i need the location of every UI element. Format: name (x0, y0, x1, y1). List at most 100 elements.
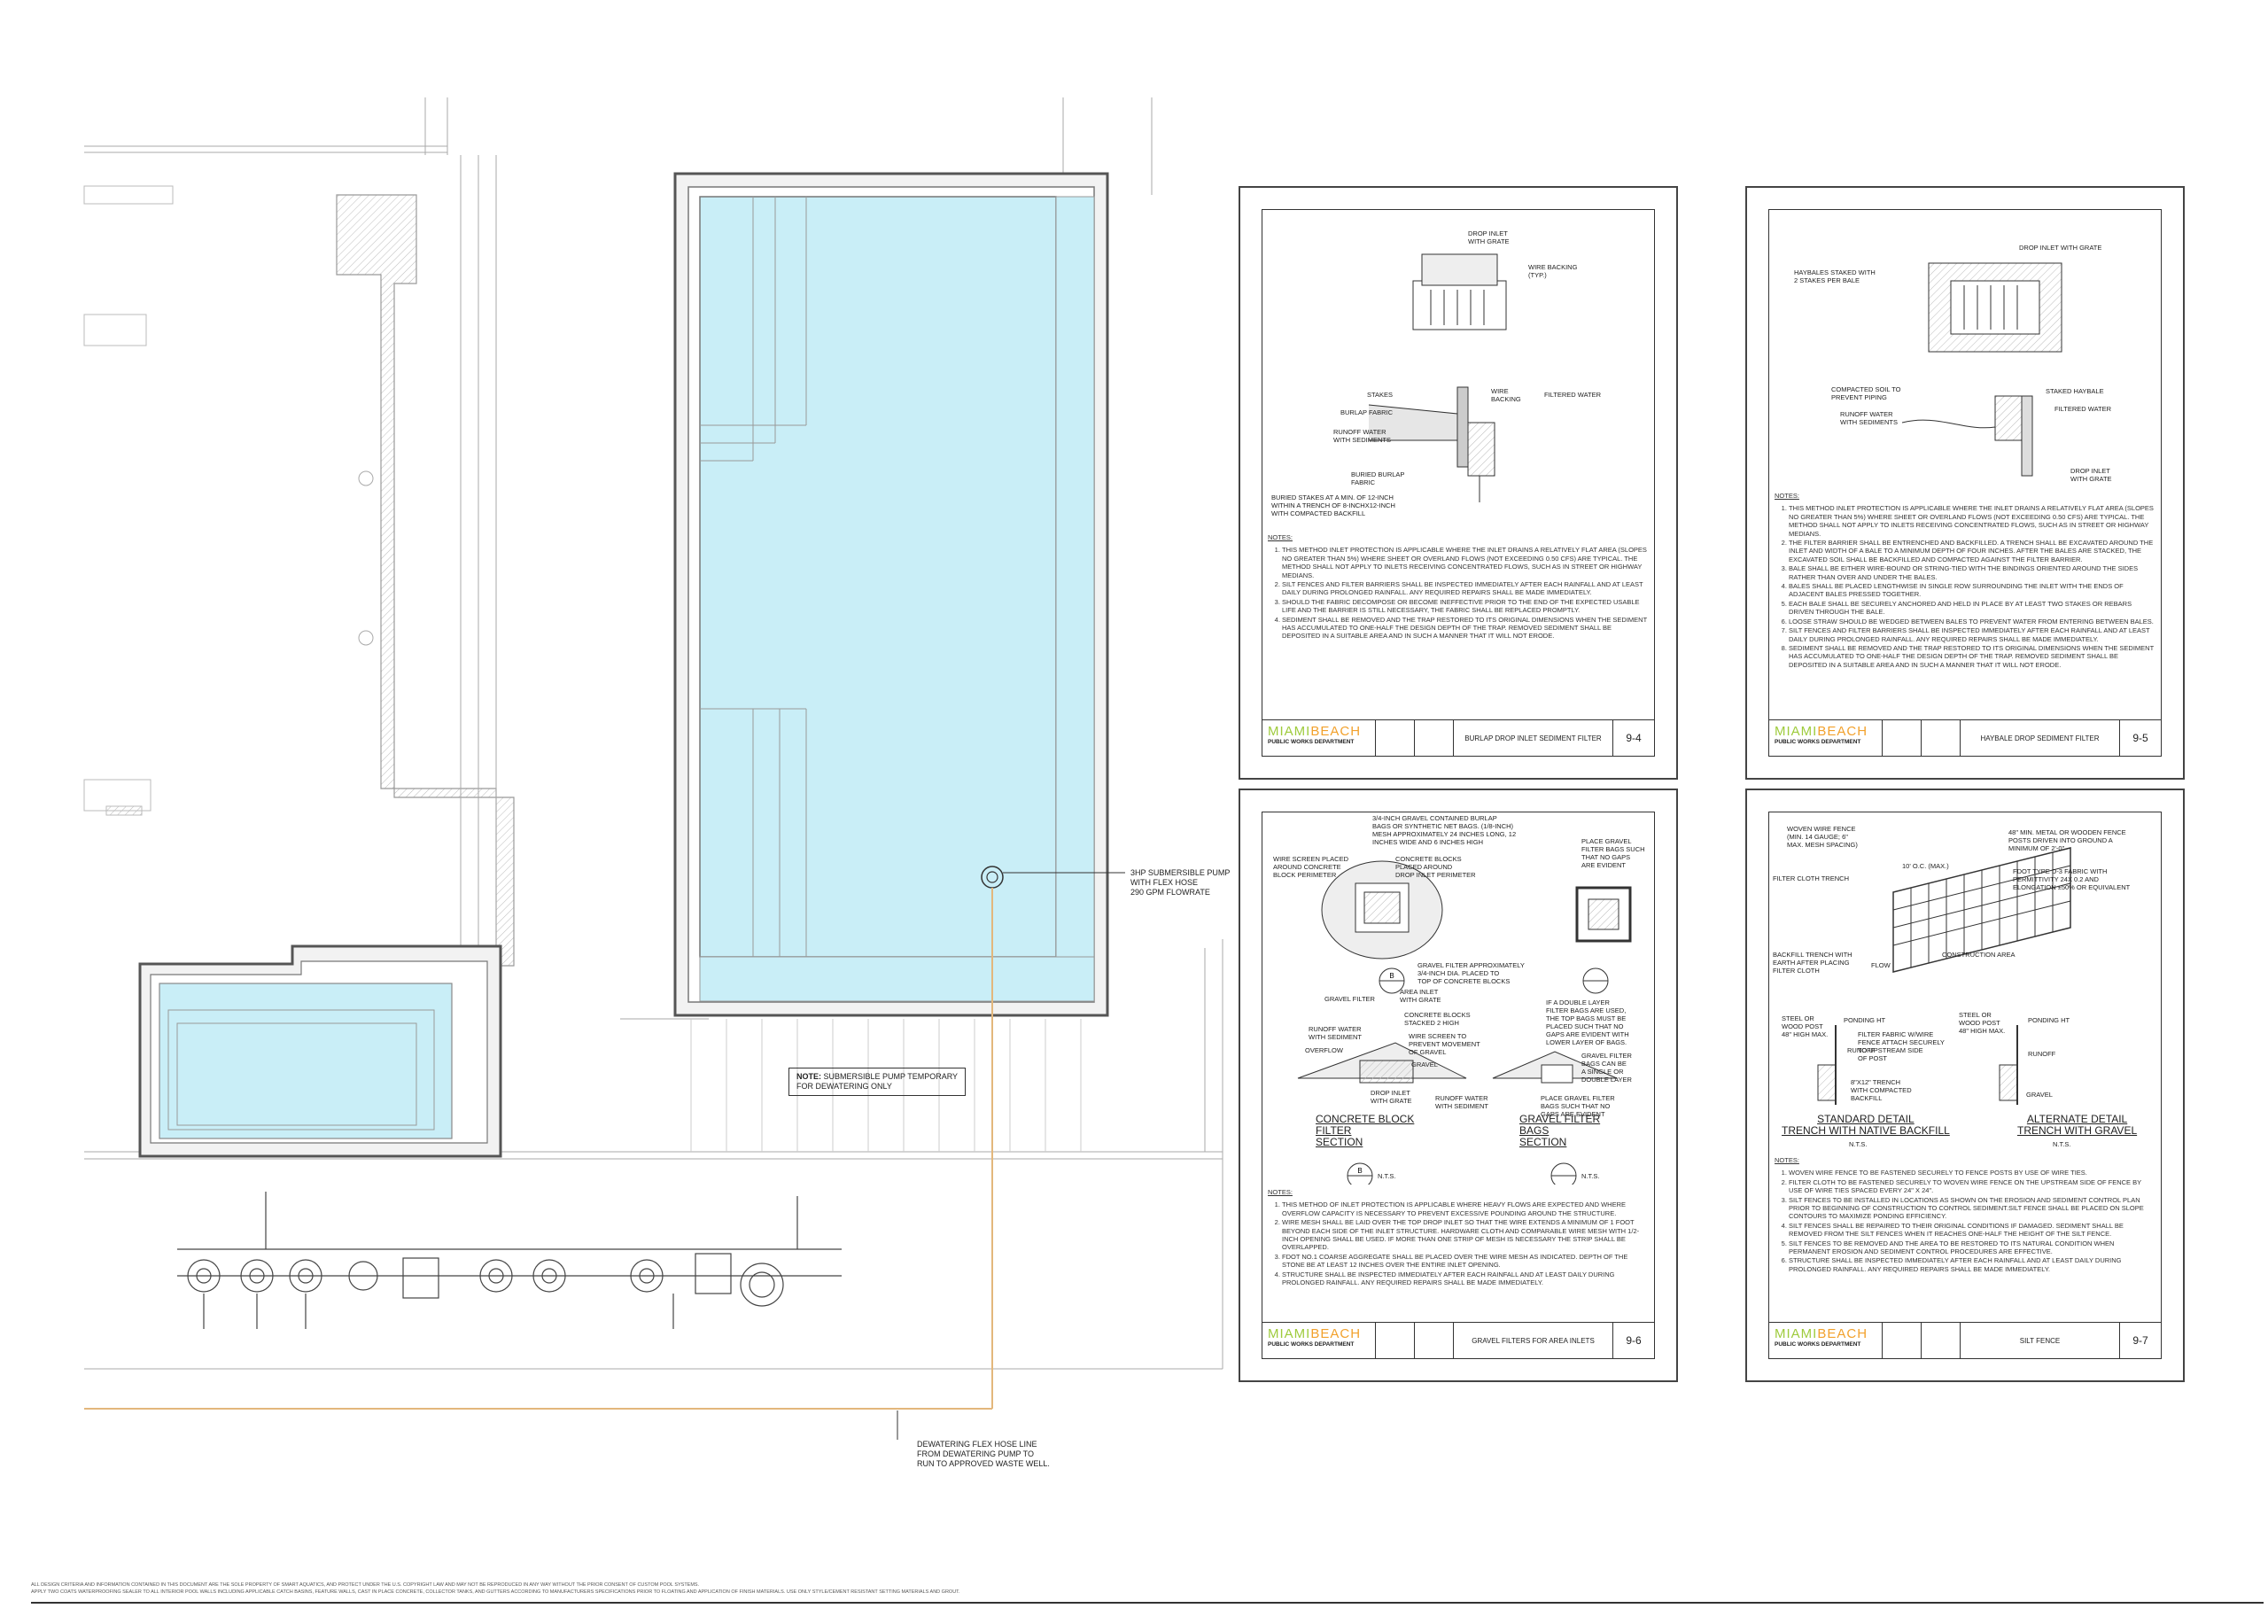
detail-sheet-9-6: B B 3/4-INCH GRAVEL CONTAINED BURLAP BAG… (1239, 789, 1678, 1382)
copyright-notice: ALL DESIGN CRITERIA AND INFORMATION CONT… (31, 1582, 960, 1595)
sheet-label: 8"X12" TRENCH WITH COMPACTED BACKFILL (1851, 1078, 1912, 1102)
sheet-label: RUNOFF WATER WITH SEDIMENTS (1840, 410, 1898, 426)
sheet-label: GRAVEL (1411, 1061, 1438, 1068)
deck-lines (690, 1019, 1082, 1152)
sheet-label: 3/4-INCH GRAVEL CONTAINED BURLAP BAGS OR… (1372, 814, 1517, 846)
sheet-label: RUNOFF (2028, 1050, 2056, 1058)
sheet-label: GRAVEL (2026, 1091, 2053, 1099)
sheet-number: 9-7 (2132, 1334, 2148, 1347)
section-b-title: GRAVEL FILTER BAGS SECTION (1519, 1113, 1601, 1148)
sheet-label: RUNOFF (1847, 1046, 1876, 1054)
sheet-label: PONDING HT (1844, 1016, 1886, 1024)
sheet-label: GRAVEL FILTER (1324, 995, 1375, 1003)
detail-a-title: STANDARD DETAIL TRENCH WITH NATIVE BACKF… (1782, 1113, 1950, 1137)
sheet-label: STAKED HAYBALE (2046, 387, 2104, 395)
sheet-label: WIRE SCREEN TO PREVENT MOVEMENT OF GRAVE… (1409, 1032, 1480, 1056)
sheet-label: DROP INLET WITH GRATE (2070, 467, 2112, 483)
sheet-label: WIRE SCREEN PLACED AROUND CONCRETE BLOCK… (1273, 855, 1349, 879)
sheet-label: HAYBALES STAKED WITH 2 STAKES PER BALE (1794, 268, 1876, 284)
section-a-title: CONCRETE BLOCK FILTER SECTION (1316, 1113, 1415, 1148)
sheet-label: RUNOFF WATER WITH SEDIMENT (1309, 1025, 1362, 1041)
sheet-label: PONDING HT (2028, 1016, 2070, 1024)
main-pool (673, 172, 1125, 1017)
sheet-label: 48" MIN. METAL OR WOODEN FENCE POSTS DRI… (2008, 828, 2126, 852)
sheet-label: BURIED STAKES AT A MIN. OF 12-INCH WITHI… (1271, 493, 1395, 517)
gravel-filter-drawing: B B (1297, 860, 1632, 1185)
sheet-label: OVERFLOW (1305, 1046, 1343, 1054)
dewatering-hose (84, 888, 993, 1410)
sheet-label: PLACE GRAVEL FILTER BAGS SUCH THAT NO GA… (1581, 837, 1645, 869)
sheet-label: WIRE BACKING (1491, 387, 1521, 403)
sheet-title: HAYBALE DROP SEDIMENT FILTER (1961, 720, 2120, 756)
silt-fence-drawing (1817, 847, 2071, 1105)
spa-pool (138, 944, 502, 1158)
sheet-label: CONCRETE BLOCKS STACKED 2 HIGH (1404, 1011, 1471, 1027)
section-a-scale: N.T.S. (1378, 1172, 1396, 1180)
detail-a-scale: N.T.S. (1849, 1140, 1868, 1148)
sheet-label: CONSTRUCTION AREA (1942, 951, 2016, 959)
sheet-label: BACKFILL TRENCH WITH EARTH AFTER PLACING… (1773, 951, 1852, 975)
haybale-inlet-drawing (1901, 262, 2062, 477)
sheet-number: 9-5 (2132, 732, 2148, 744)
sheet-label: STEEL OR WOOD POST 48" HIGH MAX. (1782, 1014, 1829, 1038)
drain-circle (358, 470, 374, 486)
sheet-label: AREA INLET WITH GRATE (1400, 988, 1441, 1004)
sheet-label: RUNOFF WATER WITH SEDIMENT (1435, 1094, 1488, 1110)
sheet-label: RUNOFF WATER WITH SEDIMENTS (1333, 428, 1391, 444)
detail-b-title: ALTERNATE DETAIL TRENCH WITH GRAVEL (2017, 1113, 2138, 1137)
burlap-inlet-drawing (1368, 253, 1507, 502)
sheet-label: WOVEN WIRE FENCE (MIN. 14 GAUGE; 6" MAX.… (1787, 825, 1858, 849)
sheet-label: GRAVEL FILTER APPROXIMATELY 3/4-INCH DIA… (1418, 961, 1525, 985)
sheet-number: 9-6 (1626, 1334, 1642, 1347)
sheet-label: BURIED BURLAP FABRIC (1351, 470, 1405, 486)
sheet-label: 10' O.C. (MAX.) (1902, 862, 1949, 870)
sheet-label: FILTER CLOTH TRENCH (1773, 874, 1849, 882)
sheet-label: PLACE GRAVEL FILTER BAGS SUCH THAT NO GA… (1541, 1094, 1615, 1118)
drain-circle (358, 630, 374, 646)
sheet-label: FILTER FABRIC W/WIRE FENCE ATTACH SECURE… (1858, 1030, 1945, 1062)
detail-sheet-9-5: HAYBALES STAKED WITH 2 STAKES PER BALE D… (1745, 186, 2185, 780)
sheet-label: STEEL OR WOOD POST 48" HIGH MAX. (1959, 1011, 2006, 1035)
sheet-label: STAKES (1367, 391, 1394, 399)
sheet-label: COMPACTED SOIL TO PREVENT PIPING (1831, 385, 1901, 401)
sheet-label: WIRE BACKING (TYP.) (1528, 263, 1578, 279)
sheet-label: FLOW (1871, 961, 1891, 969)
sheet-title: SILT FENCE (1961, 1323, 2120, 1358)
sheet-notes: NOTES: THIS METHOD OF INLET PROTECTION I… (1268, 1188, 1649, 1287)
section-a-bubble: B (1357, 1167, 1362, 1175)
sheet-label: BURLAP FABRIC (1340, 408, 1394, 416)
sheet-title: BURLAP DROP INLET SEDIMENT FILTER (1454, 720, 1613, 756)
left-railing (83, 185, 174, 816)
sheet-label: CONCRETE BLOCKS PLACED AROUND DROP INLET… (1395, 855, 1476, 879)
sheet-number: 9-4 (1626, 732, 1642, 744)
sheet-label: FILTERED WATER (1544, 391, 1602, 399)
sheet-label: DROP INLET WITH GRATE (1371, 1089, 1412, 1105)
sheet-label: DROP INLET WITH GRATE (2019, 244, 2102, 252)
sheet-label: IF A DOUBLE LAYER FILTER BAGS ARE USED, … (1546, 998, 1629, 1046)
sheet-label: GRAVEL FILTER BAGS CAN BE A SINGLE OR DO… (1581, 1052, 1632, 1084)
detail-b-scale: N.T.S. (2053, 1140, 2071, 1148)
section-a-marker: B (1389, 972, 1394, 980)
sheet-notes: NOTES: THIS METHOD INLET PROTECTION IS A… (1775, 492, 2155, 670)
deck-wall-outline (336, 194, 515, 967)
sheet-notes: NOTES: WOVEN WIRE FENCE TO BE FASTENED S… (1775, 1156, 2155, 1274)
sheet-label: DROP INLET WITH GRATE (1468, 229, 1510, 245)
detail-sheet-9-7: WOVEN WIRE FENCE (MIN. 14 GAUGE; 6" MAX.… (1745, 789, 2185, 1382)
sheet-notes: NOTES: THIS METHOD INLET PROTECTION IS A… (1268, 533, 1649, 641)
sheet-label: FILTERED WATER (2054, 405, 2112, 413)
section-b-scale: N.T.S. (1581, 1172, 1600, 1180)
sheet-label: FDOT TYPE D-3 FABRIC WITH PERMITTIVITY 2… (2013, 867, 2131, 891)
footer-rule (31, 1602, 2264, 1604)
